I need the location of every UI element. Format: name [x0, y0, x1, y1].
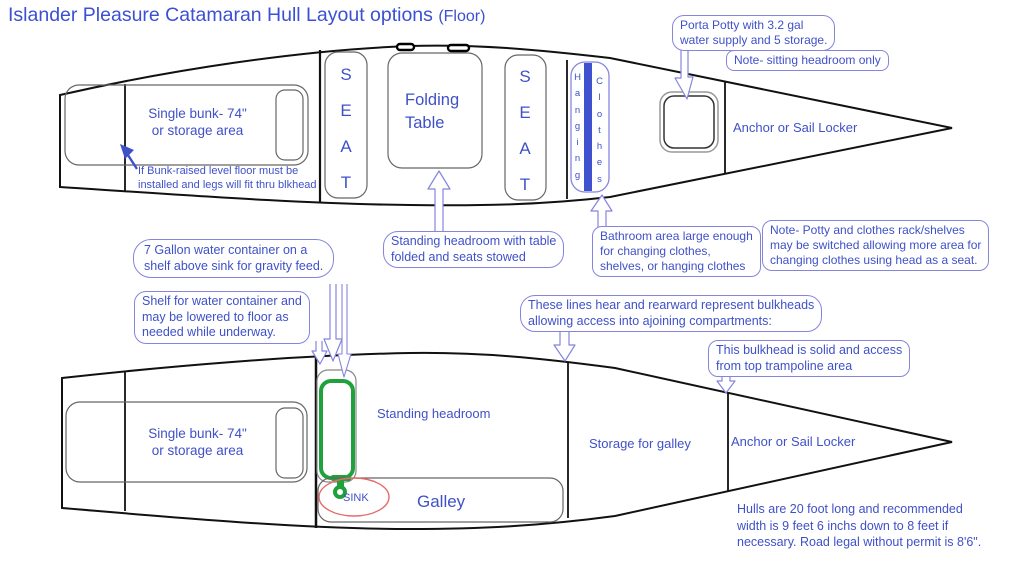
galley-label: Galley [417, 492, 466, 511]
top-bunk-note: If Bunk-raised level floor must be insta… [138, 165, 317, 192]
page-title-text: Islander Pleasure Catamaran Hull Layout … [8, 4, 433, 26]
top-bunk-shape [64, 84, 309, 166]
seat-aft-label: S E A T [519, 67, 531, 194]
bottom-anchor-locker-label: Anchor or Sail Locker [731, 434, 856, 449]
arrow-shelf-down [311, 341, 328, 365]
water-shelf-outline [316, 369, 357, 483]
galley-counter-shape [317, 477, 564, 523]
deck-hatch-2 [446, 43, 471, 53]
callout-bathroom: Bathroom area large enough for changing … [592, 226, 761, 277]
bottom-bunk-pillow-shape [275, 407, 304, 479]
arrow-porta-potty-down [674, 47, 694, 100]
arrow-water-container-down-long [337, 284, 352, 378]
standing-headroom-label: Standing headroom [377, 406, 491, 421]
arrow-table-up [427, 170, 451, 233]
bottom-hull-outline [61, 351, 953, 531]
hanging-clothes-area [570, 61, 610, 193]
callout-potty-switch: Note- Potty and clothes rack/shelves may… [762, 220, 990, 271]
seat-forward-shape [324, 51, 368, 199]
bottom-bunk-label: Single bunk- 74" or storage area [148, 426, 247, 458]
page-title-suffix: (Floor) [438, 8, 486, 25]
bottom-bunk-shape [65, 401, 308, 483]
hull-dimensions-note: Hulls are 20 foot long and recommended w… [737, 502, 982, 549]
clothes-label: C l o t h e s [596, 76, 603, 185]
top-bunk-label: Single bunk- 74" or storage area [148, 106, 247, 138]
callout-standing-table: Standing headroom with table folded and … [383, 231, 565, 268]
clothes-rod-bar [584, 63, 592, 191]
top-anchor-locker-label: Anchor or Sail Locker [733, 120, 858, 135]
seat-aft-shape [504, 54, 547, 201]
folding-table-label: Folding Table [405, 91, 460, 133]
callout-gallon-water: 7 Gallon water container on a shelf abov… [133, 239, 335, 278]
top-hull-outline [59, 44, 953, 207]
callout-solid-bulkhead: This bulkhead is solid and access from t… [708, 340, 911, 377]
porta-potty-shape-outer [659, 91, 719, 153]
top-bunk-pillow-shape [275, 89, 304, 161]
arrow-solid-bulkhead-down [716, 377, 736, 394]
arrow-bunk-note-head [120, 144, 134, 159]
porta-potty-shape-inner [663, 95, 715, 149]
seat-forward-label: S E A T [340, 65, 352, 192]
folding-table-shape [387, 52, 483, 169]
sink-ellipse [318, 477, 390, 517]
faucet-stem [337, 479, 344, 489]
hanging-label: H a n g i n g [574, 72, 581, 181]
callout-porta-potty: Porta Potty with 3.2 gal water supply an… [672, 15, 836, 51]
callout-bulkhead-lines: These lines hear and rearward represent … [520, 295, 823, 332]
arrow-bulkhead-lines-down [553, 330, 576, 362]
page-title: Islander Pleasure Catamaran Hull Layout … [8, 4, 485, 27]
arrow-bathroom-up [590, 194, 613, 228]
water-container-shape [319, 379, 355, 480]
arrow-water-container-down [323, 284, 343, 362]
sink-label: SINK [343, 492, 369, 504]
callout-shelf-water: Shelf for water container and may be low… [134, 291, 310, 344]
faucet-ring [333, 485, 347, 499]
storage-galley-label: Storage for galley [589, 436, 691, 451]
deck-hatch-1 [395, 42, 416, 52]
callout-sitting-headroom: Note- sitting headroom only [726, 50, 889, 71]
